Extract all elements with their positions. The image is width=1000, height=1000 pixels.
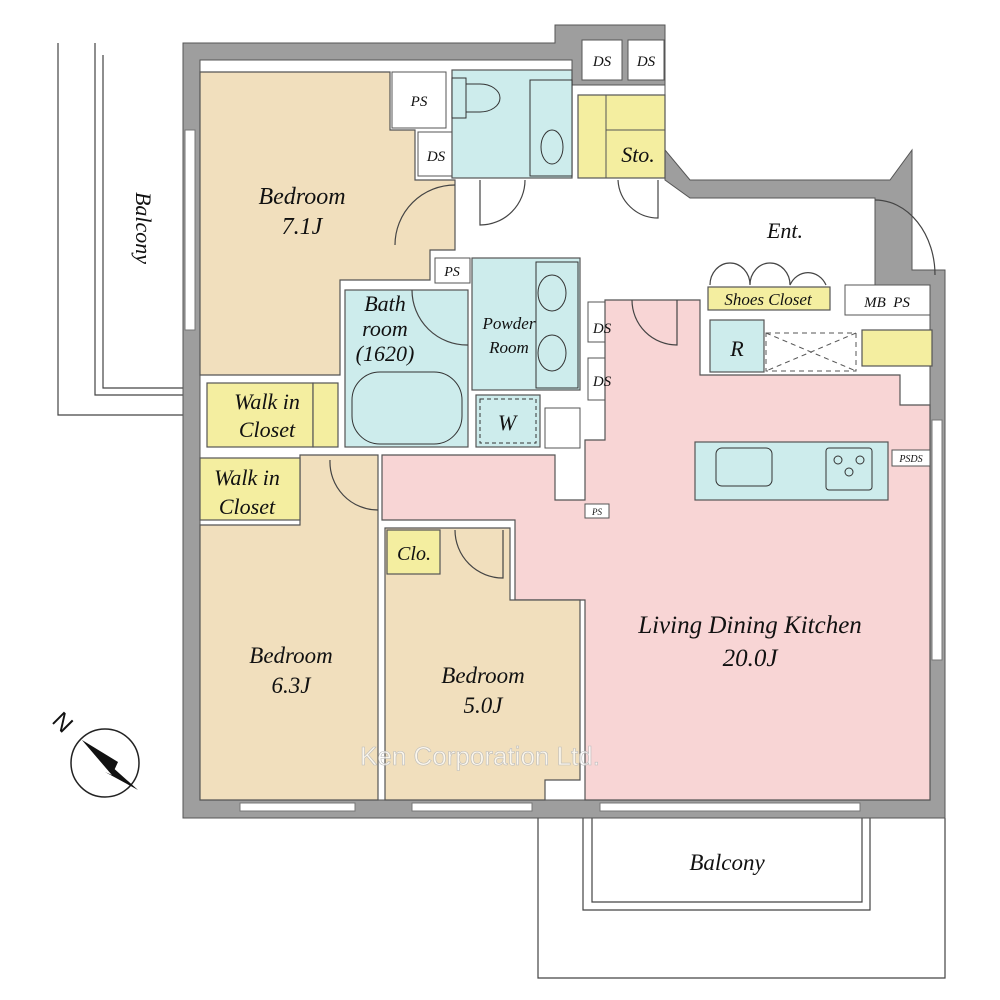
ps-label: PS: [443, 265, 460, 280]
sink-icon: [537, 274, 567, 312]
meter-box: [844, 284, 931, 316]
mb-ps-label: MB PS: [863, 295, 910, 311]
toilet-icon: [451, 77, 501, 119]
bath-label-3: (1620): [356, 341, 415, 366]
bedroom-1-name: Bedroom: [258, 184, 345, 210]
ldk-size: 20.0J: [723, 645, 780, 672]
powder-label-2: Room: [488, 338, 529, 357]
ds-label: DS: [426, 149, 446, 165]
stove-icon: [825, 447, 873, 491]
sink-icon: [537, 334, 567, 372]
closet: [386, 529, 441, 575]
entrance-label: Ent.: [766, 218, 803, 243]
watermark: Ken Corporation Ltd.: [360, 741, 600, 771]
washer-label: W: [498, 410, 518, 435]
door-swing: [411, 289, 469, 346]
sink-icon: [540, 129, 564, 165]
ds-label: DS: [592, 54, 612, 70]
balcony-bottom: [537, 818, 946, 979]
balcony-bottom-label: Balcony: [689, 850, 765, 875]
shoes-closet: [707, 286, 831, 311]
walk-in-closet-2: [199, 457, 301, 521]
windows: [184, 129, 943, 812]
closet-label: Clo.: [397, 543, 431, 565]
wic1-label-2: Closet: [239, 417, 296, 442]
bedroom-2-name: Bedroom: [249, 643, 332, 668]
shoes-closet-label: Shoes Closet: [724, 290, 813, 309]
ps-ds-label: PSDS: [898, 454, 922, 465]
balcony-left: [57, 43, 183, 416]
powder-label-1: Powder: [482, 314, 536, 333]
ps-label: PS: [591, 507, 602, 517]
ds-label: DS: [592, 321, 612, 337]
fridge-label: R: [729, 336, 744, 361]
wic1-label-1: Walk in: [234, 389, 300, 414]
bath-label-2: room: [362, 316, 408, 341]
compass: N: [47, 707, 140, 798]
duct-shaft: [417, 131, 457, 177]
duct-shaft: [627, 39, 665, 81]
kitchen-sink-icon: [715, 447, 773, 487]
wic2-label-2: Closet: [219, 494, 276, 519]
storage: [577, 94, 666, 179]
storage-small: [861, 329, 933, 367]
wic2-label-1: Walk in: [214, 465, 280, 490]
bedroom-3-size: 5.0J: [464, 693, 505, 718]
ps-label: PS: [410, 94, 428, 110]
walk-in-closet-1: [206, 382, 314, 448]
bedroom-3: [384, 527, 581, 801]
bedroom-3-name: Bedroom: [441, 663, 524, 688]
ds-label: DS: [592, 374, 612, 390]
ds-label: DS: [636, 54, 656, 70]
storage-label: Sto.: [621, 142, 655, 167]
door-swings: [329, 179, 936, 579]
bath-label-1: Bath: [364, 291, 406, 316]
bedroom-1-size: 7.1J: [282, 214, 324, 240]
ldk-name: Living Dining Kitchen: [637, 612, 862, 639]
bathtub-icon: [351, 371, 463, 445]
washer-space: [475, 394, 541, 448]
refrigerator-space: [709, 319, 765, 373]
bedroom-2-size: 6.3J: [272, 673, 313, 698]
compass-north-label: N: [47, 707, 78, 738]
bedroom-2: [199, 454, 379, 801]
duct-shaft: [581, 39, 623, 81]
bedroom-1: [199, 71, 456, 376]
pipe-shaft: [391, 71, 447, 129]
balcony-left-label: Balcony: [131, 192, 156, 264]
